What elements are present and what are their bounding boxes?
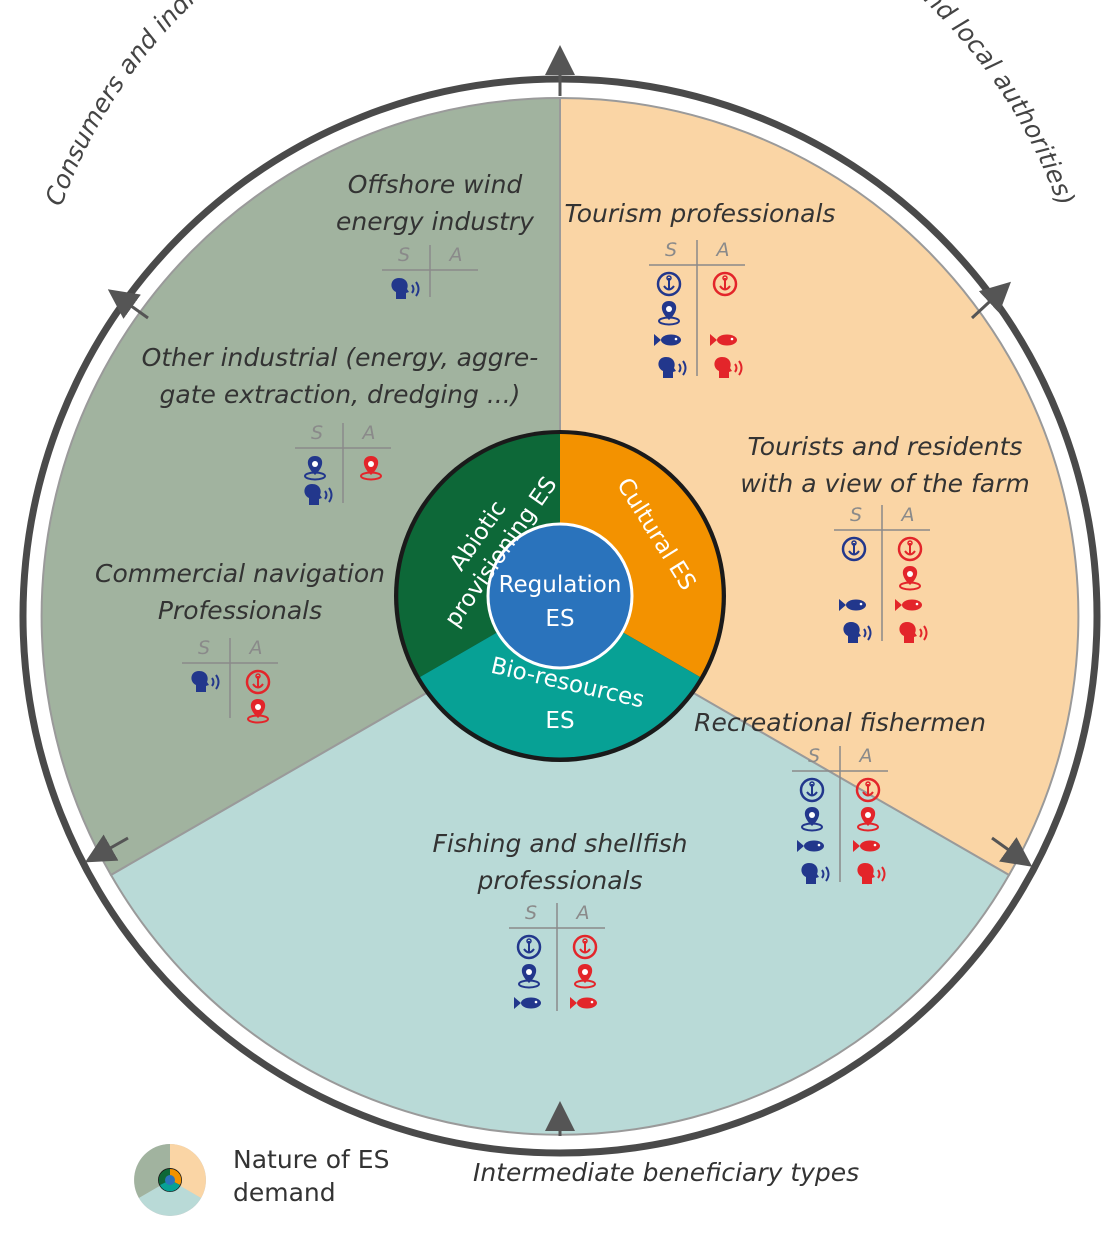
core-wheel xyxy=(394,430,726,762)
header-alteration: A xyxy=(575,902,590,924)
arrow-upper-left xyxy=(107,289,149,320)
anchor-icon xyxy=(841,536,867,562)
arrow-lower-left xyxy=(84,834,129,863)
pin-icon xyxy=(658,301,680,326)
anchor-icon xyxy=(572,934,598,960)
nature-of-demand-legend-icon xyxy=(134,1144,206,1216)
beneficiary-title-line: Professionals xyxy=(158,596,322,625)
voice-icon xyxy=(304,484,333,505)
anchor-icon xyxy=(712,271,738,297)
header-alteration: A xyxy=(715,239,730,261)
pin-icon xyxy=(518,964,540,989)
voice-icon xyxy=(857,863,886,884)
voice-icon xyxy=(391,278,420,299)
header-supply: S xyxy=(665,239,677,261)
fish-icon xyxy=(514,997,541,1009)
core-label-regulation-2: ES xyxy=(545,606,574,632)
header-alteration: A xyxy=(448,244,463,266)
header-alteration: A xyxy=(361,422,376,444)
fish-icon xyxy=(853,840,880,852)
arrow-lower-right xyxy=(991,836,1033,867)
header-alteration: A xyxy=(858,745,873,767)
header-supply: S xyxy=(198,637,210,659)
beneficiary-title-line: Other industrial (energy, aggre- xyxy=(142,343,539,372)
arrow-upper-right xyxy=(970,281,1011,320)
beneficiary-title-line: professionals xyxy=(476,866,642,895)
header-supply: S xyxy=(850,504,862,526)
beneficiary-title-line: Tourists and residents xyxy=(748,432,1023,461)
beneficiary-other-industrial: Other industrial (energy, aggre-gate ext… xyxy=(142,343,539,505)
beneficiary-tourists-residents: Tourists and residents with a view of the… xyxy=(740,432,1030,643)
legend-nature-line-2: demand xyxy=(233,1178,336,1207)
fish-icon xyxy=(839,599,866,611)
pin-icon xyxy=(574,964,596,989)
pin-icon xyxy=(247,699,269,724)
header-supply: S xyxy=(398,244,410,266)
anchor-icon xyxy=(897,536,923,562)
voice-icon xyxy=(801,863,830,884)
fish-icon xyxy=(710,334,737,346)
voice-icon xyxy=(843,622,872,643)
voice-icon xyxy=(658,357,687,378)
fish-icon xyxy=(895,599,922,611)
outward-arrows xyxy=(84,45,1033,1136)
beneficiary-title-line: gate extraction, dredging ...) xyxy=(160,380,521,409)
fish-icon xyxy=(654,334,681,346)
beneficiary-title-line: Recreational fishermen xyxy=(694,708,986,737)
pin-icon xyxy=(304,456,326,481)
beneficiary-title-line: Offshore wind xyxy=(348,170,523,199)
header-alteration: A xyxy=(248,637,263,659)
pin-icon xyxy=(360,456,382,481)
core-regulation xyxy=(486,522,634,670)
header-supply: S xyxy=(525,902,537,924)
beneficiary-title-line: energy industry xyxy=(336,207,535,236)
core-bio-resources xyxy=(420,596,700,758)
pin-icon xyxy=(801,807,823,832)
anchor-icon xyxy=(245,669,271,695)
anchor-icon xyxy=(855,777,881,803)
pin-icon xyxy=(857,807,879,832)
voice-icon xyxy=(191,671,220,692)
anchor-icon xyxy=(799,777,825,803)
core-label-bio-2: ES xyxy=(545,708,574,734)
legend-nature-label: Nature of ES demand xyxy=(233,1143,433,1209)
header-supply: S xyxy=(808,745,820,767)
fish-icon xyxy=(570,997,597,1009)
beneficiary-title-line: with a view of the farm xyxy=(740,469,1030,498)
voice-icon xyxy=(714,357,743,378)
voice-icon xyxy=(899,622,928,643)
beneficiary-title-line: Commercial navigation xyxy=(95,559,385,588)
beneficiary-title-line: Tourism professionals xyxy=(565,199,836,228)
fish-icon xyxy=(797,840,824,852)
pin-icon xyxy=(899,566,921,591)
anchor-icon xyxy=(656,271,682,297)
core-label-regulation-1: Regulation xyxy=(499,572,622,598)
legend-nature-line-1: Nature of ES xyxy=(233,1145,390,1174)
header-alteration: A xyxy=(900,504,915,526)
beneficiary-title-line: Fishing and shellfish xyxy=(433,829,688,858)
legend-types-label: Intermediate beneficiary types xyxy=(473,1158,860,1187)
header-supply: S xyxy=(311,422,323,444)
anchor-icon xyxy=(516,934,542,960)
